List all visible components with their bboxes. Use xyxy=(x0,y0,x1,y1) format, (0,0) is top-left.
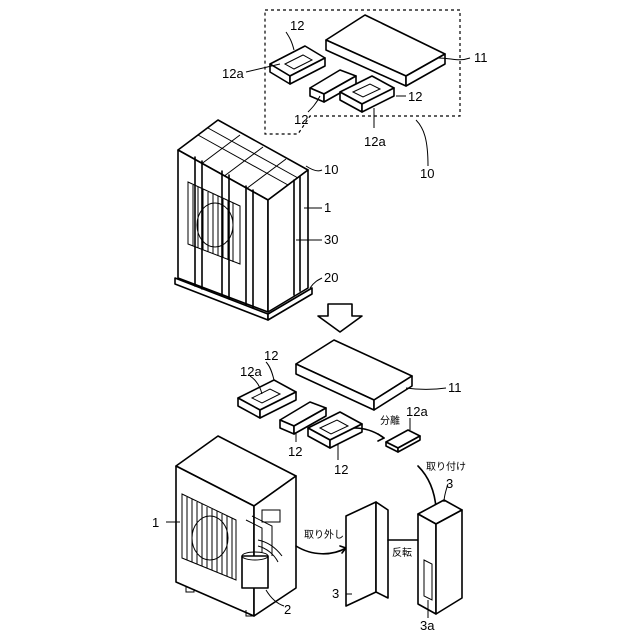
label-3: 3 xyxy=(332,586,339,601)
label-12: 12 xyxy=(334,462,348,477)
outdoor-unit-1 xyxy=(176,436,296,616)
label-1: 1 xyxy=(324,200,331,215)
spacer-12-left xyxy=(270,46,325,84)
annotation-remove: 取り外し xyxy=(304,529,344,541)
label-10: 10 xyxy=(420,166,434,181)
label-12: 12 xyxy=(264,348,278,363)
label-12: 12 xyxy=(408,89,422,104)
service-panel-3-inverted xyxy=(418,500,462,614)
label-12: 12 xyxy=(290,18,304,33)
bottom-top-plate-11 xyxy=(296,340,412,410)
label-12a: 12a xyxy=(240,364,262,379)
annotation-attach: 取り付け xyxy=(426,460,466,473)
label-12: 12 xyxy=(294,112,308,127)
annotation-invert: 反転 xyxy=(392,547,412,559)
label-10: 10 xyxy=(324,162,338,177)
separated-piece-12a xyxy=(386,430,420,452)
label-1: 1 xyxy=(152,515,159,530)
label-2: 2 xyxy=(284,602,291,617)
service-panel-3-removed xyxy=(346,502,388,606)
label-30: 30 xyxy=(324,232,338,247)
label-3a: 3a xyxy=(420,618,435,633)
remove-arrow xyxy=(296,546,346,554)
packaged-unit-1 xyxy=(175,120,312,320)
transition-arrow xyxy=(318,304,362,332)
label-12a: 12a xyxy=(364,134,386,149)
annotation-separate: 分離 xyxy=(380,414,400,427)
label-3: 3 xyxy=(446,476,453,491)
label-12a: 12a xyxy=(406,404,428,419)
label-12: 12 xyxy=(288,444,302,459)
label-11: 11 xyxy=(474,50,488,65)
label-11: 11 xyxy=(448,380,462,395)
label-12a: 12a xyxy=(222,66,244,81)
bottom-spacer-12-left xyxy=(238,380,296,418)
label-20: 20 xyxy=(324,270,338,285)
